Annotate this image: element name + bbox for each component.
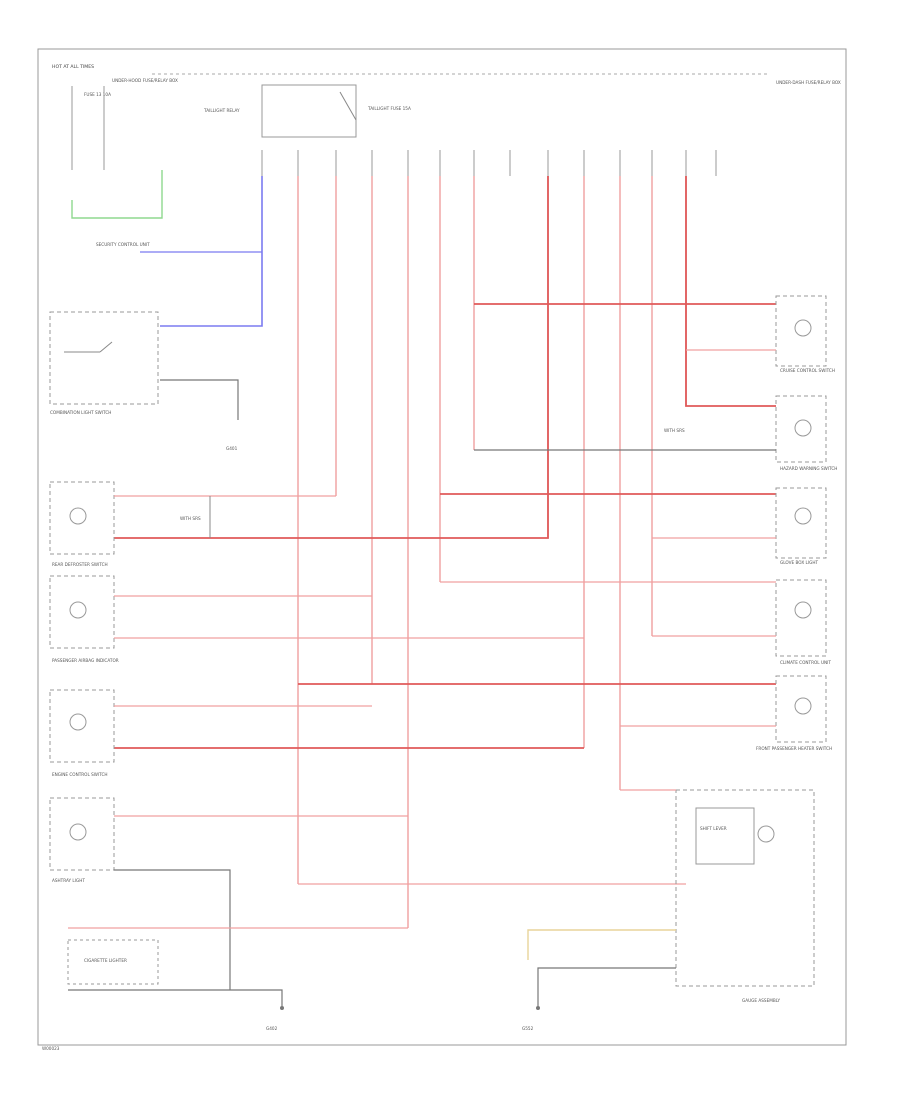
cigarette-lighter-label: CIGARETTE LIGHTER bbox=[84, 958, 127, 963]
gauge-assembly-label: GAUGE ASSEMBLY bbox=[742, 998, 780, 1003]
ground-g552-symbol bbox=[536, 1006, 540, 1010]
red-dark-wires bbox=[114, 176, 776, 749]
ashtray-light-label: ASHTRAY LIGHT bbox=[52, 878, 85, 883]
wire-blk-ground-g401 bbox=[160, 379, 239, 420]
left-components bbox=[49, 481, 115, 871]
wiring-note-1: WITH SRS bbox=[664, 428, 685, 433]
underhood-box-label: UNDER-HOOD FUSE/RELAY BOX bbox=[112, 78, 178, 83]
relay-box bbox=[261, 84, 357, 138]
fuse-label: FUSE 13 10A bbox=[84, 92, 111, 97]
security-note: SECURITY CONTROL UNIT bbox=[96, 242, 150, 247]
red-vertical-feeds bbox=[297, 176, 687, 928]
hot-at-all-times-label: HOT AT ALL TIMES bbox=[52, 64, 94, 70]
combination-switch-label: COMBINATION LIGHT SWITCH bbox=[50, 410, 111, 415]
ground-g402-label: G402 bbox=[266, 1026, 278, 1031]
wiring-note-2: WITH SRS bbox=[180, 516, 201, 521]
right-components bbox=[775, 295, 827, 743]
tail-fuse-label: TAILLIGHT FUSE 15A bbox=[367, 106, 411, 111]
wire-yellow bbox=[527, 929, 676, 960]
hazard-warning-switch-label: HAZARD WARNING SWITCH bbox=[780, 466, 837, 471]
left-red-wires bbox=[114, 495, 686, 885]
ground-g552-label: G552 bbox=[522, 1026, 534, 1031]
gauge-bulb bbox=[757, 825, 775, 843]
ground-g402-symbol bbox=[280, 1006, 284, 1010]
w-code-label: W00023 bbox=[42, 1046, 60, 1051]
right-red-wires bbox=[440, 349, 776, 727]
wire-blk-ashtray bbox=[114, 869, 231, 990]
wire-wht-blk bbox=[537, 967, 676, 990]
passenger-ab-indicator-label: PASSENGER AIRBAG INDICATOR bbox=[52, 658, 119, 663]
combination-light-switch-box bbox=[49, 311, 159, 405]
diagram-frame bbox=[37, 48, 847, 1046]
shift-lever-box bbox=[695, 807, 755, 865]
gauge-assembly-box bbox=[675, 789, 815, 987]
cigarette-lighter-box bbox=[67, 939, 159, 985]
dash-box-label: UNDER-DASH FUSE/RELAY BOX bbox=[776, 80, 841, 85]
front-passenger-heater-label: FRONT PASSENGER HEATER SWITCH bbox=[756, 746, 832, 751]
engine-control-switch-label: ENGINE CONTROL SWITCH bbox=[52, 772, 108, 777]
taillight-relay-label: TAILLIGHT RELAY bbox=[203, 108, 240, 113]
rear-defroster-label: REAR DEFROSTER SWITCH bbox=[52, 562, 108, 567]
top-terminals bbox=[261, 150, 717, 176]
relay-contact bbox=[339, 91, 357, 121]
wire-green bbox=[71, 170, 163, 219]
glove-light-label: GLOVE BOX LIGHT bbox=[780, 560, 818, 565]
ground-g401-label: G401 bbox=[226, 446, 238, 451]
climate-control-label: CLIMATE CONTROL UNIT bbox=[780, 660, 831, 665]
shift-lever-label: SHIFT LEVER bbox=[700, 826, 727, 831]
cruise-control-switch-label: CRUISE CONTROL SWITCH bbox=[780, 368, 835, 373]
wire-blk-ground-g402 bbox=[68, 989, 283, 1006]
wire-blue-top bbox=[160, 176, 263, 327]
